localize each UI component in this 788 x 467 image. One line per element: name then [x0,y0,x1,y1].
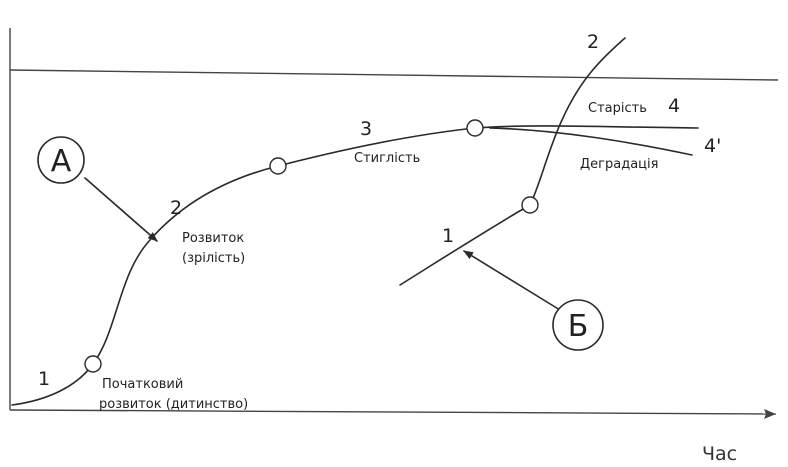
new-cycle-curve [399,37,626,286]
branch-number-1: 1 [442,225,454,247]
stage-number-3: 3 [360,118,372,140]
marker-b-ring [552,299,604,351]
arrow-a [84,177,158,242]
stage-number-4: 4 [668,95,680,117]
node-new-cycle [521,196,539,214]
node-initial [84,355,102,373]
label-development-line2: (зрілість) [182,251,245,266]
stage-number-1: 1 [38,368,50,390]
x-axis-label: Час [702,443,737,465]
marker-a-ring [37,136,85,184]
label-maturity: Стиглість [354,151,420,166]
upper-frame-line [9,69,779,81]
x-axis [9,409,777,415]
label-aging: Старість [588,101,647,116]
stage-number-2: 2 [170,197,182,219]
label-initial-line2: розвиток (дитинство) [99,397,248,412]
marker-a-label: А [51,144,72,179]
label-development-line1: Розвиток [182,231,244,246]
branch-number-2: 2 [587,31,599,53]
label-degradation: Деградація [580,157,658,172]
stage-number-4-prime: 4' [704,135,721,157]
degradation-branch [489,127,693,156]
node-development [269,157,287,175]
x-axis-arrow-icon [764,409,776,419]
node-maturity [466,119,484,137]
marker-b-label: Б [568,309,589,344]
arrow-b [463,250,561,311]
label-initial-line1: Початковий [102,377,183,392]
